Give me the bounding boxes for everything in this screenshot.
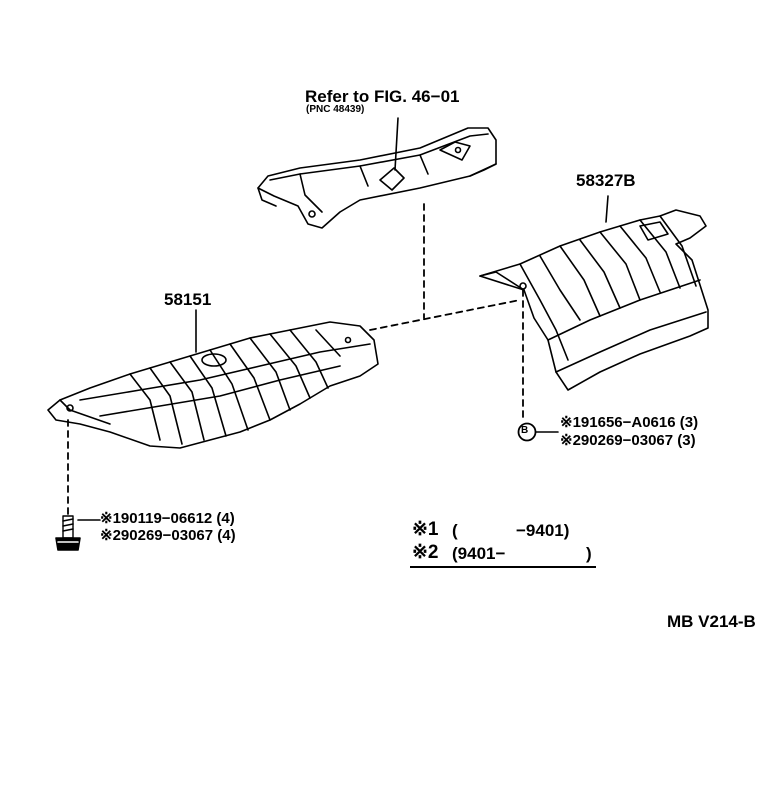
refer-fig-label: Refer to FIG. 46−01 (305, 87, 460, 106)
right-bolt-marker (517, 422, 559, 442)
legend-range-2: (9401− (452, 544, 506, 563)
legend-range-1: −9401) (516, 521, 570, 540)
left-heat-insulator-drawing (47, 309, 379, 449)
figure-reference-code: MB V214-B (667, 612, 756, 631)
refer-pnc-label: (PNC 48439) (306, 104, 365, 115)
legend-close-2: ) (586, 544, 592, 563)
legend-mark-2: ※2 (412, 542, 439, 563)
legend-mark-1: ※1 (412, 519, 439, 540)
legend-underline (410, 566, 596, 568)
right-bolt-part-2: ※290269−03067 (3) (560, 432, 696, 449)
left-bolt-part-2: ※290269−03067 (4) (100, 527, 236, 544)
right-heat-insulator-drawing (479, 195, 709, 391)
part-number-58151: 58151 (164, 290, 212, 309)
left-bolt-drawing (55, 515, 101, 551)
right-bolt-part-1: ※191656−A0616 (3) (560, 414, 699, 431)
dashed-alignment-lines (67, 203, 524, 519)
left-bolt-part-1: ※190119−06612 (4) (100, 510, 235, 527)
bolt-marker-letter: B (521, 425, 529, 436)
legend-open-1: ( (452, 521, 458, 540)
upper-heat-insulator-drawing (257, 117, 497, 229)
part-number-58327b: 58327B (576, 171, 636, 190)
